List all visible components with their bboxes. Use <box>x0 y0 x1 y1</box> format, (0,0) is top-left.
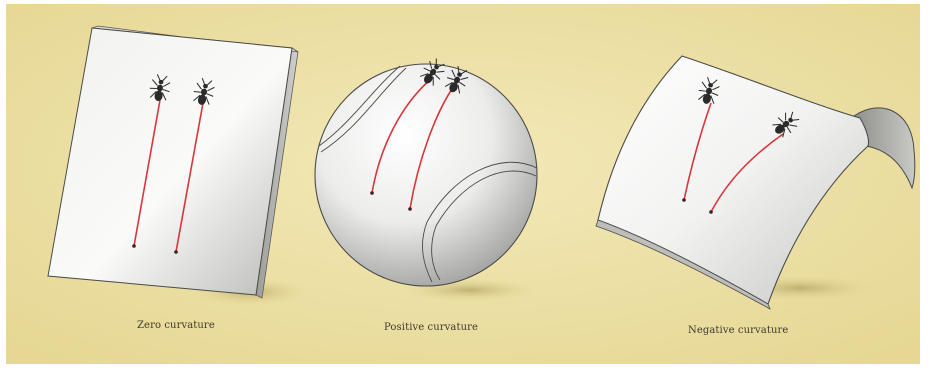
positive-curvature-caption: Positive curvature <box>384 322 478 333</box>
zero-curvature-caption: Zero curvature <box>137 320 215 331</box>
negative-curvature-caption: Negative curvature <box>688 325 788 336</box>
